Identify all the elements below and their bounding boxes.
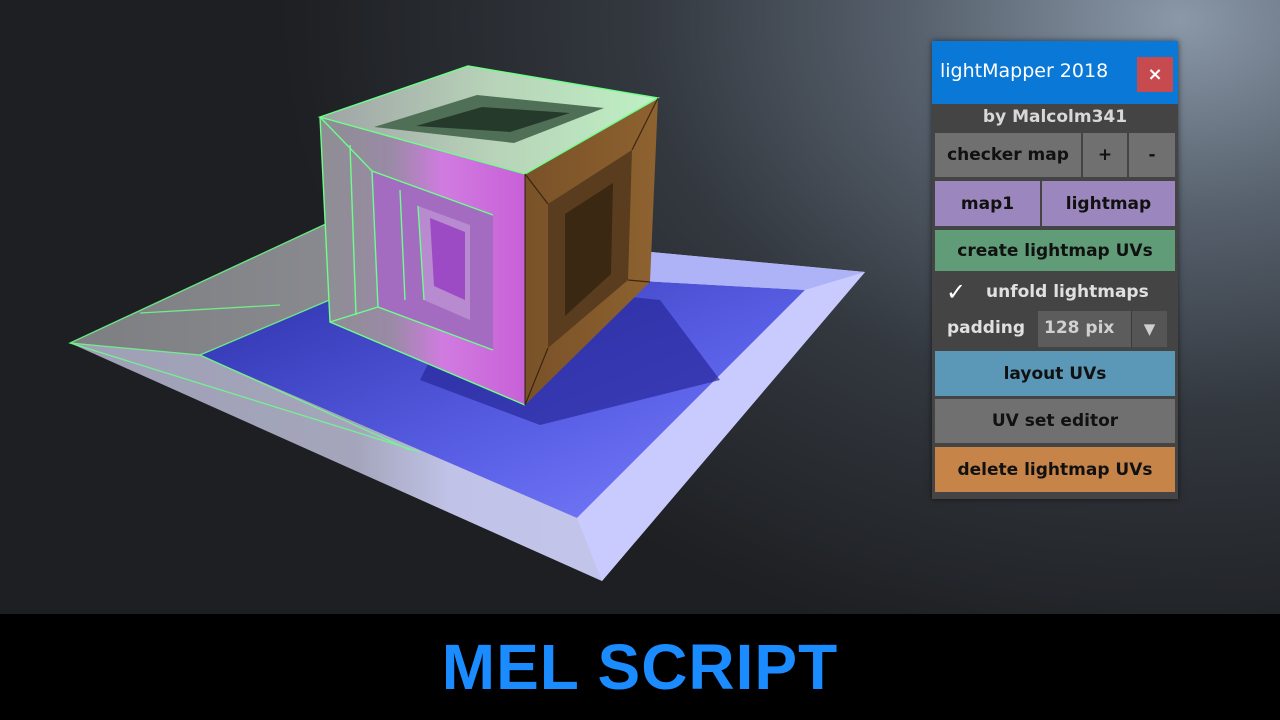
- scene-render: [68, 65, 865, 581]
- unfold-lightmaps-row: ✓ unfold lightmaps: [946, 278, 1176, 306]
- padding-value: 128 pix: [1044, 318, 1115, 338]
- padding-dropdown[interactable]: 128 pix ▼: [1038, 311, 1167, 347]
- close-icon: ×: [1147, 64, 1163, 85]
- padding-label: padding: [947, 318, 1026, 338]
- create-lightmap-uvs-button[interactable]: create lightmap UVs: [935, 230, 1175, 271]
- checker-map-button[interactable]: checker map: [935, 133, 1081, 177]
- window-title: lightMapper 2018: [940, 60, 1109, 82]
- caption-text: MEL SCRIPT: [441, 631, 839, 703]
- caption-bar: MEL SCRIPT: [0, 614, 1280, 720]
- lightmapper-window: lightMapper 2018 × by Malcolm341 checker…: [932, 41, 1178, 499]
- lightmap-button[interactable]: lightmap: [1042, 181, 1175, 226]
- hollow-cube: [317, 65, 661, 406]
- close-button[interactable]: ×: [1137, 57, 1173, 92]
- uv-set-editor-button[interactable]: UV set editor: [935, 399, 1175, 443]
- checkmark-icon[interactable]: ✓: [946, 278, 967, 306]
- chevron-down-icon[interactable]: ▼: [1131, 311, 1167, 347]
- delete-lightmap-uvs-button[interactable]: delete lightmap UVs: [935, 447, 1175, 492]
- layout-uvs-button[interactable]: layout UVs: [935, 351, 1175, 396]
- window-titlebar[interactable]: lightMapper 2018 ×: [932, 41, 1178, 104]
- unfold-lightmaps-label: unfold lightmaps: [986, 282, 1149, 302]
- checker-minus-button[interactable]: -: [1129, 133, 1175, 177]
- map1-button[interactable]: map1: [935, 181, 1040, 226]
- checker-plus-button[interactable]: +: [1083, 133, 1127, 177]
- author-label: by Malcolm341: [982, 107, 1128, 127]
